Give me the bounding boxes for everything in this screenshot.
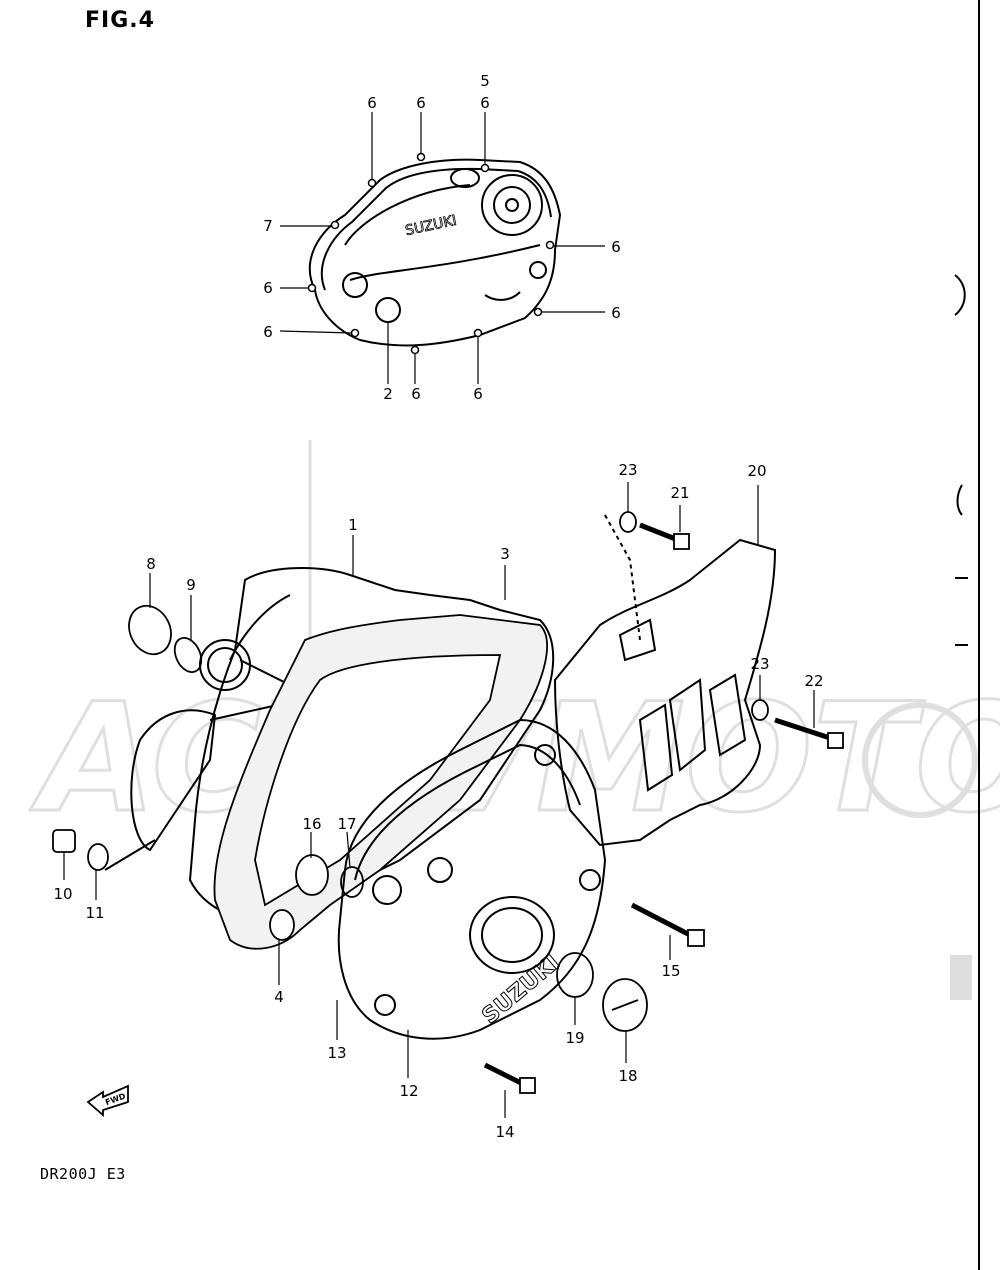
callout-14: 14	[495, 1123, 514, 1141]
callout-22: 22	[804, 672, 823, 690]
callout-10: 10	[53, 885, 72, 903]
callout-1: 1	[348, 516, 358, 534]
callout-2: 2	[383, 385, 393, 403]
crankcase-cover-left-lobe	[130, 709, 217, 852]
scan-edge-marks	[950, 0, 980, 1270]
callout-6: 6	[611, 238, 621, 256]
callout-20: 20	[747, 462, 766, 480]
dowel-pin-icon	[269, 909, 295, 941]
sprocket-cover-slot-2	[708, 673, 747, 757]
callout-11: 11	[85, 904, 104, 922]
callout-6: 6	[473, 385, 483, 403]
sprocket-cover-outline	[553, 538, 777, 847]
upper-cover-outline	[308, 158, 562, 347]
callout-6: 6	[411, 385, 421, 403]
bolt-21-icon	[639, 522, 679, 543]
gasket-opening	[254, 654, 502, 907]
plug-16-icon	[295, 854, 329, 896]
inspection-cap-slot	[611, 999, 639, 1011]
callout-9: 9	[186, 576, 196, 594]
o-ring-9-icon	[173, 637, 203, 673]
drain-plug-leader	[104, 839, 156, 871]
callout-4: 4	[274, 988, 284, 1006]
inspection-plug-icon	[375, 297, 401, 323]
bolt-14-head	[519, 1077, 536, 1094]
upper-cover-boss-center	[505, 198, 519, 212]
clutch-cover-boss-5	[374, 994, 396, 1016]
callout-6: 6	[611, 304, 621, 322]
clutch-cover-bolt-boss	[372, 875, 402, 905]
clutch-cover-inner-edge	[354, 743, 581, 881]
clutch-cover-inspection-hole-inner	[481, 907, 543, 963]
upper-cover-boss	[481, 174, 543, 236]
sprocket-cover-mount	[618, 618, 657, 662]
upper-cover-plug	[342, 272, 368, 298]
callout-7: 7	[263, 217, 273, 235]
crankcase-cover-outline	[188, 567, 555, 922]
clutch-cover-boss-4	[579, 869, 601, 891]
upper-cover-filler	[450, 168, 480, 188]
sprocket-cover	[553, 514, 777, 847]
sprocket-cover-slot-3	[638, 703, 674, 792]
washer-11-icon	[87, 843, 109, 871]
callout-3: 3	[500, 545, 510, 563]
fwd-arrow-icon: FWD	[86, 1084, 129, 1117]
bolt-15-icon	[630, 902, 692, 938]
washer-23a-icon	[619, 511, 637, 533]
upper-cover-assembly: SUZUKI	[308, 158, 562, 347]
bolt-22-head	[827, 732, 844, 749]
callout-6: 6	[416, 94, 426, 112]
clutch-cover-boss-3	[534, 744, 556, 766]
callout-6: 6	[263, 323, 273, 341]
upper-cover-brand: SUZUKI	[404, 213, 458, 239]
bolt-14-icon	[483, 1062, 527, 1088]
callout-18: 18	[618, 1067, 637, 1085]
upper-cover-boss-inner	[493, 186, 531, 224]
upper-leader-lines	[279, 112, 605, 384]
callout-labels: 5 6 6 6 7 6 6 6 6 2 6 6 1 3 8 9 10 11 16…	[53, 72, 823, 1141]
oil-filler-port-inner	[207, 647, 243, 683]
sprocket-cover-leader	[604, 514, 641, 641]
callout-23: 23	[750, 655, 769, 673]
callout-8: 8	[146, 555, 156, 573]
filler-cap-icon	[128, 604, 172, 656]
callout-5: 5	[480, 72, 490, 90]
bolt-21-head	[673, 533, 690, 550]
main-leader-lines	[63, 482, 815, 1118]
upper-cover-bolts	[307, 152, 555, 355]
callout-23: 23	[618, 461, 637, 479]
callout-6: 6	[263, 279, 273, 297]
callout-12: 12	[399, 1082, 418, 1100]
upper-cover-contour	[344, 184, 541, 281]
clutch-cover-outline	[337, 718, 607, 1040]
callout-13: 13	[327, 1044, 346, 1062]
upper-cover-inner-edge	[320, 167, 552, 291]
bolt-15-head	[687, 929, 705, 947]
drain-plug-icon	[52, 829, 76, 853]
o-ring-19-icon	[556, 952, 594, 998]
callout-15: 15	[661, 962, 680, 980]
o-ring-17-icon	[340, 866, 364, 898]
callout-16: 16	[302, 815, 321, 833]
callout-21: 21	[670, 484, 689, 502]
figure-title: FIG.4	[85, 8, 155, 33]
upper-cover-lip	[484, 291, 521, 301]
bolt-22-icon	[774, 717, 831, 741]
callout-6: 6	[480, 94, 490, 112]
callout-6: 6	[367, 94, 377, 112]
watermark-wheel-icon	[862, 702, 978, 818]
upper-cover-bolt-hole	[529, 261, 547, 279]
sprocket-cover-slot-1	[668, 678, 707, 772]
clutch-cover-inspection-hole	[469, 896, 555, 974]
model-code: DR200J E3	[40, 1165, 126, 1183]
callout-19: 19	[565, 1029, 584, 1047]
washer-23b-icon	[751, 699, 769, 721]
small-parts	[52, 511, 844, 1094]
clutch-cover-boss-2	[427, 857, 453, 883]
callout-17: 17	[337, 815, 356, 833]
